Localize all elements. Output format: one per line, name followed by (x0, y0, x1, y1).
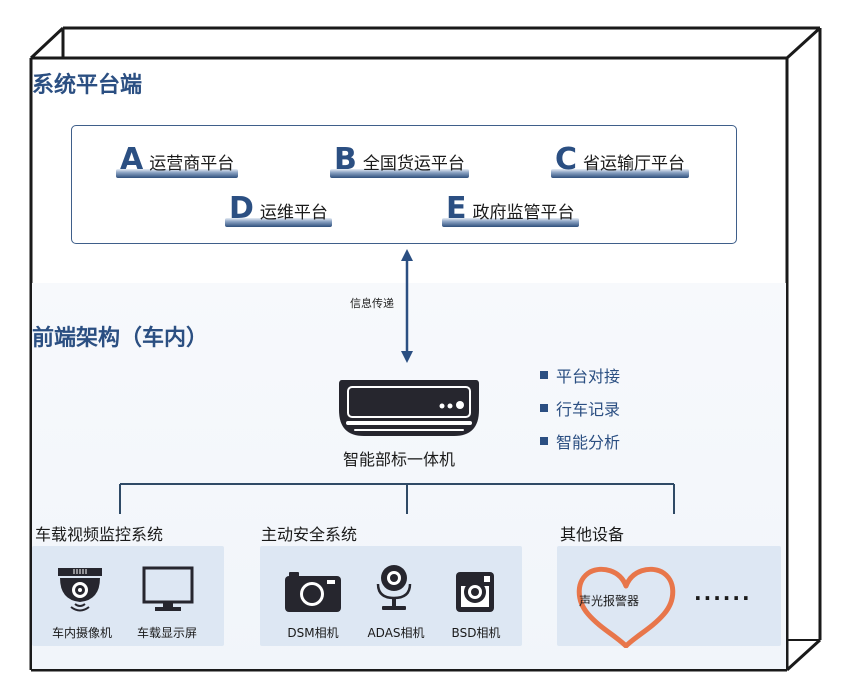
platform-e-underline (442, 218, 579, 227)
platform-d-underline (225, 218, 332, 227)
frame-top-right-edge (785, 26, 822, 60)
square-camera-icon (456, 572, 494, 612)
feature-text: 平台对接 (556, 366, 621, 386)
arrow-down-head-icon (401, 351, 413, 363)
feature-list: 平台对接 行车记录 智能分析 (540, 358, 620, 457)
item-label: 车内摄像机 (51, 626, 113, 640)
square-bullet-icon (540, 403, 548, 412)
item-label: DSM相机 (287, 626, 339, 640)
platform-c-name: 省运输厅平台 (583, 154, 686, 174)
platform-d: D 运维平台 (225, 191, 332, 227)
group-title-other-devices: 其他设备 (560, 525, 625, 544)
group-title-active-safety: 主动安全系统 (261, 525, 358, 544)
connector-bracket (119, 483, 675, 514)
square-bullet-icon (540, 436, 548, 445)
alarm-label: 声光报警器 (579, 594, 640, 608)
frame-top-left-edge (29, 26, 65, 60)
feature-item: 智能分析 (540, 424, 620, 457)
platform-c-underline (551, 169, 690, 178)
platform-e-letter: E (446, 191, 467, 226)
camera-icon (285, 572, 341, 612)
platform-e-name: 政府监管平台 (472, 203, 575, 223)
platform-c: C 省运输厅平台 (551, 142, 690, 178)
platform-b-letter: B (334, 142, 357, 177)
webcam-icon (376, 565, 412, 610)
square-bullet-icon (540, 370, 548, 379)
platform-box (71, 125, 737, 244)
bidirectional-arrow (401, 249, 413, 363)
item-label: ADAS相机 (367, 626, 425, 640)
platform-b-name: 全国货运平台 (362, 154, 465, 174)
front-section-title: 前端架构（车内） (32, 326, 209, 351)
platform-b-underline (330, 169, 469, 178)
item-label: 车载显示屏 (136, 626, 198, 640)
feature-text: 行车记录 (556, 399, 621, 419)
platform-section-title: 系统平台端 (32, 73, 143, 98)
more-ellipsis: ······ (694, 586, 752, 610)
item-label: BSD相机 (451, 626, 501, 640)
platform-d-letter: D (229, 191, 254, 226)
info-transfer-label: 信息传递 (350, 297, 394, 310)
platform-a-underline (116, 169, 239, 178)
platform-d-name: 运维平台 (259, 203, 328, 223)
heart-icon (576, 566, 676, 648)
feature-text: 智能分析 (556, 432, 621, 452)
platform-a-letter: A (120, 142, 144, 177)
dashboard-device-icon (339, 380, 479, 436)
platform-b: B 全国货运平台 (330, 142, 469, 178)
platform-a-name: 运营商平台 (149, 154, 235, 174)
monitor-icon (142, 566, 194, 611)
feature-item: 平台对接 (540, 358, 620, 391)
arrow-up-head-icon (401, 249, 413, 261)
platform-e: E 政府监管平台 (442, 191, 579, 227)
group-panel-other-devices (557, 546, 781, 646)
platform-a: A 运营商平台 (116, 142, 239, 178)
frame-bottom-right-edge (785, 638, 822, 672)
device-label: 智能部标一体机 (343, 450, 456, 469)
dome-camera-icon (58, 568, 102, 612)
platform-c-letter: C (555, 142, 578, 177)
feature-item: 行车记录 (540, 391, 620, 424)
group-title-video-monitoring: 车载视频监控系统 (35, 525, 164, 544)
